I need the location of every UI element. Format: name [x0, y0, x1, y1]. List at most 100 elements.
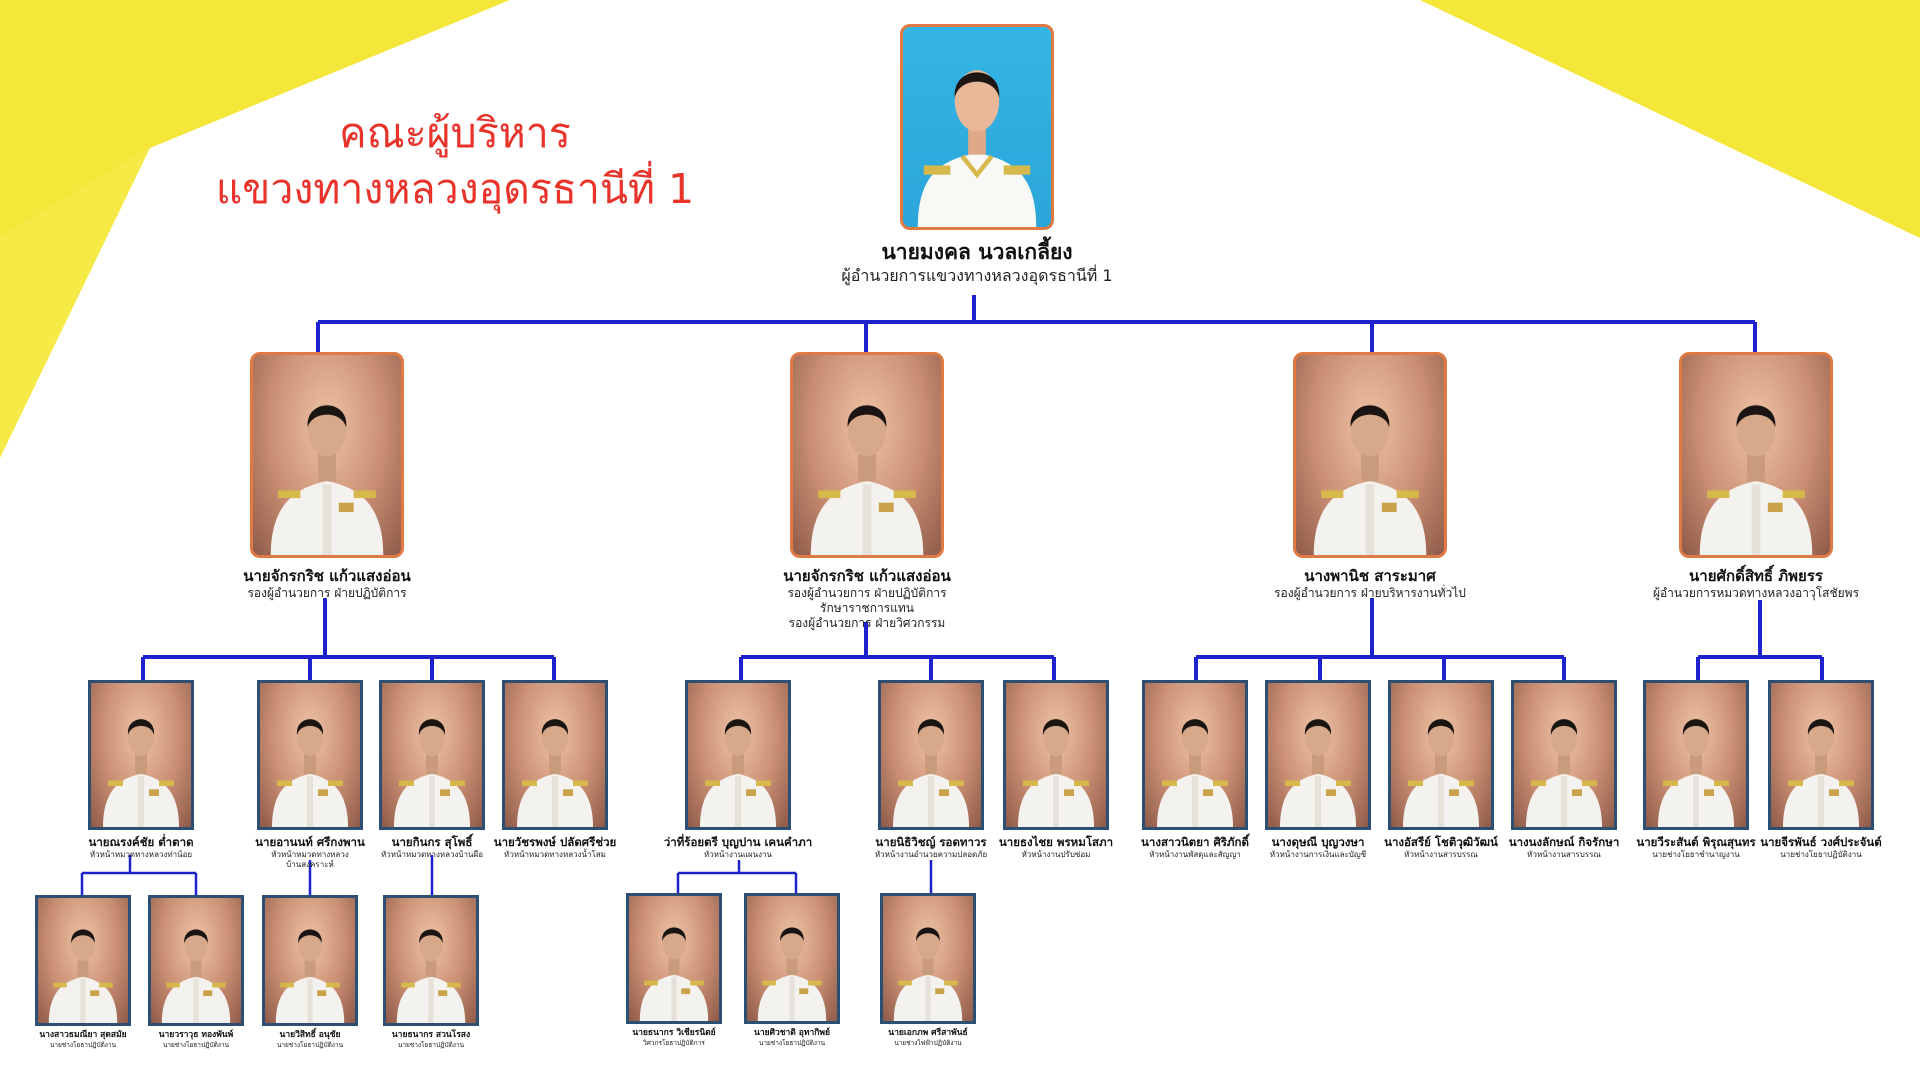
- head-name: นายกินกร สุโพธิ์: [391, 835, 473, 849]
- head-photo: [502, 680, 608, 830]
- yellow-shape-left: [0, 148, 150, 458]
- head-name: นายวีระสันต์ พิรุณสุนทร: [1636, 835, 1756, 849]
- portrait-icon: [1658, 718, 1734, 827]
- title-line-1: คณะผู้บริหาร: [339, 109, 571, 157]
- portrait-icon: [917, 70, 1037, 227]
- portrait-icon: [700, 718, 776, 827]
- connector-head1-staff: [80, 855, 198, 895]
- deputy-photo: [790, 352, 944, 558]
- portrait-icon: [161, 928, 231, 1023]
- staff-photo: [744, 893, 840, 1024]
- head-label: นายนิธิวิชญ์ รอดทาวรหัวหน้างานอำนวยความป…: [846, 834, 1016, 860]
- portrait-icon: [1403, 718, 1479, 827]
- head-position: หัวหน้าหมวดทางหลวง: [271, 850, 349, 859]
- staff-name: นายศิวชาติ อุทากิพย์: [754, 1028, 830, 1038]
- head-name: นายณรงค์ชัย ต่ำตาด: [88, 835, 194, 849]
- staff-photo: [880, 893, 976, 1024]
- deputy-position: รองผู้อำนวยการ ฝ่ายวิศวกรรม: [788, 616, 946, 630]
- head-label: ว่าที่ร้อยตรี บุญปาน เคนคำภาหัวหน้างานแผ…: [653, 834, 823, 860]
- deputy-name: นายจักรกริช แก้วแสงอ่อน: [783, 567, 951, 585]
- portrait-icon: [1783, 718, 1859, 827]
- head-name: นายธงไชย พรหมโสภา: [998, 835, 1114, 849]
- staff-name: นายวิสิทธิ์ อนุชัย: [279, 1030, 341, 1040]
- head-position: หัวหน้างานสารบรรณ: [1404, 850, 1478, 859]
- staff-position: วิศวกรโยธาปฏิบัติการ: [643, 1039, 705, 1047]
- head-label: นายกินกร สุโพธิ์หัวหน้าหมวดทางหลวงบ้านผื…: [347, 834, 517, 860]
- title-line-2: แขวงทางหลวงอุดรธานีที่ 1: [215, 165, 695, 213]
- head-photo: [1003, 680, 1109, 830]
- staff-position: นายช่างโยธาปฏิบัติงาน: [49, 1041, 117, 1049]
- portrait-icon: [396, 928, 466, 1023]
- staff-label: นางสาวธมณียา สุดสมัยนายช่างโยธาปฏิบัติงา…: [13, 1029, 153, 1050]
- staff-name: นายวราวุธ ทองพันพ์: [158, 1030, 234, 1040]
- staff-label: นายวราวุธ ทองพันพ์นายช่างโยธาปฏิบัติงาน: [126, 1029, 266, 1050]
- portrait-icon: [1526, 718, 1602, 827]
- portrait-icon: [1699, 404, 1813, 555]
- head-position: บ้านสงคราะห์: [286, 860, 334, 869]
- portrait-icon: [1018, 718, 1094, 827]
- deputy-photo: [1293, 352, 1447, 558]
- portrait-icon: [272, 718, 348, 827]
- deputy-label: นายจักรกริช แก้วแสงอ่อนรองผู้อำนวยการ ฝ่…: [187, 566, 467, 601]
- head-photo: [88, 680, 194, 830]
- portrait-icon: [103, 718, 179, 827]
- head-name: นายจีรพันธ์ วงศ์ประจันต์: [1760, 835, 1882, 849]
- portrait-icon: [270, 404, 384, 555]
- portrait-icon: [810, 404, 924, 555]
- director-label: นายมงคล นวลเกลี้ยง ผู้อำนวยการแขวงทางหลว…: [700, 238, 1254, 286]
- staff-position: นายช่างไฟฟ้าปฏิบัติงาน: [894, 1039, 962, 1047]
- head-position: หัวหน้างานปรับซ่อม: [1021, 850, 1091, 859]
- head-label: นายณรงค์ชัย ต่ำตาดหัวหน้าหมวดทางหลวงท่าน…: [56, 834, 226, 860]
- staff-photo: [35, 895, 131, 1026]
- staff-name: นายธนากร วิเชียรนิตย์: [632, 1028, 716, 1038]
- staff-position: นายช่างโยธาปฏิบัติงาน: [397, 1041, 465, 1049]
- head-position: หัวหน้าหมวดทางหลวงน้ำโสม: [504, 850, 606, 859]
- portrait-icon: [757, 926, 827, 1021]
- head-label: นายอานนท์ ศรีกงพานหัวหน้าหมวดทางหลวงบ้าน…: [225, 834, 395, 870]
- deputy-position: รองผู้อำนวยการ ฝ่ายปฏิบัติการ: [247, 586, 407, 600]
- staff-label: นายศิวชาติ อุทากิพย์นายช่างโยธาปฏิบัติงา…: [722, 1027, 862, 1048]
- staff-label: นายธนากร วิเชียรนิตย์วิศวกรโยธาปฏิบัติกา…: [604, 1027, 744, 1048]
- connector-deputy2-heads: [739, 622, 1056, 680]
- staff-label: นายวิสิทธิ์ อนุชัยนายช่างโยธาปฏิบัติงาน: [240, 1029, 380, 1050]
- head-photo: [257, 680, 363, 830]
- staff-name: นายเอกภพ ศรีสาพันธ์: [888, 1028, 968, 1038]
- deputy-label: นางพานิช สาระมาศรองผู้อำนวยการ ฝ่ายบริหา…: [1230, 566, 1510, 601]
- staff-label: นายเอกภพ ศรีสาพันธ์นายช่างไฟฟ้าปฏิบัติงา…: [858, 1027, 998, 1048]
- head-position: หัวหน้างานอำนวยความปลอดภัย: [874, 850, 988, 859]
- deputy-position: รองผู้อำนวยการ ฝ่ายบริหารงานทั่วไป: [1274, 586, 1466, 600]
- head-position: นายช่างโยธาชำนาญงาน: [1652, 850, 1740, 859]
- deputy-photo: [250, 352, 404, 558]
- head-name: นายวัชรพงษ์ ปลัดศรีช่วย: [493, 835, 617, 849]
- deputy-name: นายศักดิ์สิทธิ์ ภิพยรร: [1689, 567, 1823, 585]
- staff-photo: [148, 895, 244, 1026]
- connector-deputy1-heads: [141, 598, 556, 680]
- portrait-icon: [893, 718, 969, 827]
- head-position: หัวหน้าหมวดทางหลวงท่าน้อย: [89, 850, 193, 859]
- head-label: นายธงไชย พรหมโสภาหัวหน้างานปรับซ่อม: [971, 834, 1141, 860]
- head-name: นายนิธิวิชญ์ รอดทาวร: [875, 835, 987, 849]
- head-position: หัวหน้างานสารบรรณ: [1527, 850, 1601, 859]
- head-name: นางดุษณี บุญวงษา: [1271, 835, 1365, 849]
- head-name: นางสาวนิตยา ศิริภักดิ์: [1141, 835, 1249, 849]
- staff-name: นางสาวธมณียา สุดสมัย: [39, 1030, 127, 1040]
- deputy-position: รักษาราชการแทน: [820, 601, 914, 615]
- head-label: นางนงลักษณ์ กิจรักษาหัวหน้างานสารบรรณ: [1479, 834, 1649, 860]
- person-director: นายมงคล นวลเกลี้ยง ผู้อำนวยการแขวงทางหลว…: [841, 24, 1113, 289]
- head-position: หัวหน้างานการเงินและบัญชี: [1269, 850, 1367, 859]
- staff-position: นายช่างโยธาปฏิบัติงาน: [162, 1041, 230, 1049]
- head-label: นางดุษณี บุญวงษาหัวหน้างานการเงินและบัญช…: [1233, 834, 1403, 860]
- yellow-shape-top-right: [1420, 0, 1920, 238]
- head-position: หัวหน้างานแผนงาน: [703, 850, 773, 859]
- staff-label: นายธนากร สวนโรสงนายช่างโยธาปฏิบัติงาน: [361, 1029, 501, 1050]
- portrait-icon: [517, 718, 593, 827]
- head-label: นายวีระสันต์ พิรุณสุนทรนายช่างโยธาชำนาญง…: [1611, 834, 1781, 860]
- deputy-name: นายจักรกริช แก้วแสงอ่อน: [243, 567, 411, 585]
- head-label: นายจีรพันธ์ วงศ์ประจันต์นายช่างโยธาปฏิบั…: [1736, 834, 1906, 860]
- portrait-icon: [639, 926, 709, 1021]
- head-label: นางสาวนิตยา ศิริภักดิ์หัวหน้างานพัสดุและ…: [1110, 834, 1280, 860]
- deputy-position: ผู้อำนวยการหมวดทางหลวงอาวุโสชัยพร: [1652, 586, 1860, 600]
- staff-position: นายช่างโยธาปฏิบัติงาน: [758, 1039, 826, 1047]
